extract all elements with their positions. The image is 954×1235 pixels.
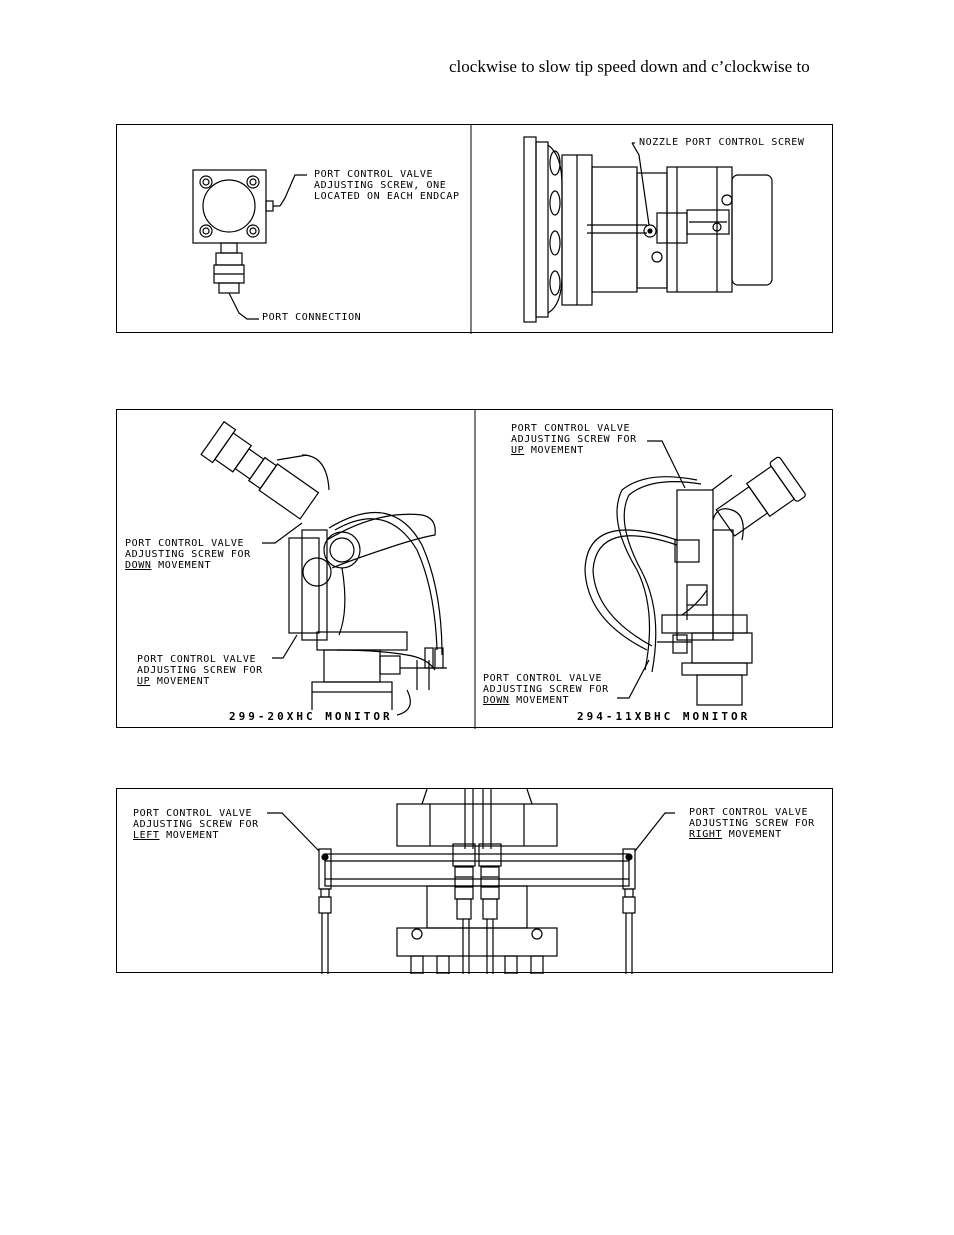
right-up-line3: UP MOVEMENT xyxy=(511,445,637,456)
right-up-line1: PORT CONTROL VALVE xyxy=(511,423,631,434)
endcap-callout-line1: PORT CONTROL VALVE xyxy=(314,169,434,180)
figure-3-panel: PORT CONTROL VALVE ADJUSTING SCREW FOR L… xyxy=(116,788,833,974)
left-down-emph: DOWN xyxy=(125,560,152,571)
right-movement-line2: ADJUSTING SCREW FOR xyxy=(689,818,815,829)
left-movement-line3: LEFT MOVEMENT xyxy=(133,830,259,841)
left-monitor-caption: 299-20XHC MONITOR xyxy=(229,710,393,723)
endcap-callout-line2: ADJUSTING SCREW, ONE xyxy=(314,180,447,191)
left-movement-line2: ADJUSTING SCREW FOR xyxy=(133,819,259,830)
left-movement-line1: PORT CONTROL VALVE xyxy=(133,808,253,819)
right-movement-line1: PORT CONTROL VALVE xyxy=(689,807,809,818)
left-up-line3: UP MOVEMENT xyxy=(137,676,263,687)
right-monitor-caption: 294-11XBHC MONITOR xyxy=(577,710,751,723)
right-up-emph: UP xyxy=(511,445,525,456)
left-up-emph: UP xyxy=(137,676,151,687)
right-movement-callout: PORT CONTROL VALVE ADJUSTING SCREW FOR R… xyxy=(689,807,815,840)
left-movement-emph: LEFT xyxy=(133,830,160,841)
left-movement-callout: PORT CONTROL VALVE ADJUSTING SCREW FOR L… xyxy=(133,808,259,841)
header-text: clockwise to slow tip speed down and c’c… xyxy=(449,57,810,76)
left-movement-rest: MOVEMENT xyxy=(159,830,220,841)
figure-1-drawing xyxy=(192,125,773,334)
right-up-rest: MOVEMENT xyxy=(524,445,584,456)
left-down-line2: ADJUSTING SCREW FOR xyxy=(125,549,251,560)
right-up-line2: ADJUSTING SCREW FOR xyxy=(511,434,637,445)
figure-2-panel: PORT CONTROL VALVE ADJUSTING SCREW FOR D… xyxy=(116,409,833,729)
figure-3-drawing xyxy=(267,789,675,974)
left-down-callout: PORT CONTROL VALVE ADJUSTING SCREW FOR D… xyxy=(125,538,251,571)
port-connection-label: PORT CONNECTION xyxy=(262,312,362,323)
figure-1-panel: PORT CONTROL VALVE ADJUSTING SCREW, ONE … xyxy=(116,124,833,334)
endcap-callout: PORT CONTROL VALVE ADJUSTING SCREW, ONE … xyxy=(314,169,460,202)
figure-2-drawing xyxy=(200,410,806,729)
right-down-line2: ADJUSTING SCREW FOR xyxy=(483,684,609,695)
left-up-line1: PORT CONTROL VALVE xyxy=(137,654,257,665)
left-up-callout: PORT CONTROL VALVE ADJUSTING SCREW FOR U… xyxy=(137,654,263,687)
right-up-callout: PORT CONTROL VALVE ADJUSTING SCREW FOR U… xyxy=(511,423,637,456)
right-movement-rest: MOVEMENT xyxy=(722,829,782,840)
right-down-line1: PORT CONTROL VALVE xyxy=(483,673,603,684)
nozzle-port-callout: NOZZLE PORT CONTROL SCREW xyxy=(639,137,805,148)
right-movement-line3: RIGHT MOVEMENT xyxy=(689,829,815,840)
right-down-emph: DOWN xyxy=(483,695,510,706)
right-down-rest: MOVEMENT xyxy=(509,695,570,706)
left-up-line2: ADJUSTING SCREW FOR xyxy=(137,665,263,676)
left-down-line3: DOWN MOVEMENT xyxy=(125,560,251,571)
right-down-line3: DOWN MOVEMENT xyxy=(483,695,609,706)
left-down-rest: MOVEMENT xyxy=(151,560,212,571)
right-down-callout: PORT CONTROL VALVE ADJUSTING SCREW FOR D… xyxy=(483,673,609,706)
right-movement-emph: RIGHT xyxy=(689,829,723,840)
left-down-line1: PORT CONTROL VALVE xyxy=(125,538,245,549)
endcap-callout-line3: LOCATED ON EACH ENDCAP xyxy=(314,191,460,202)
left-up-rest: MOVEMENT xyxy=(150,676,210,687)
